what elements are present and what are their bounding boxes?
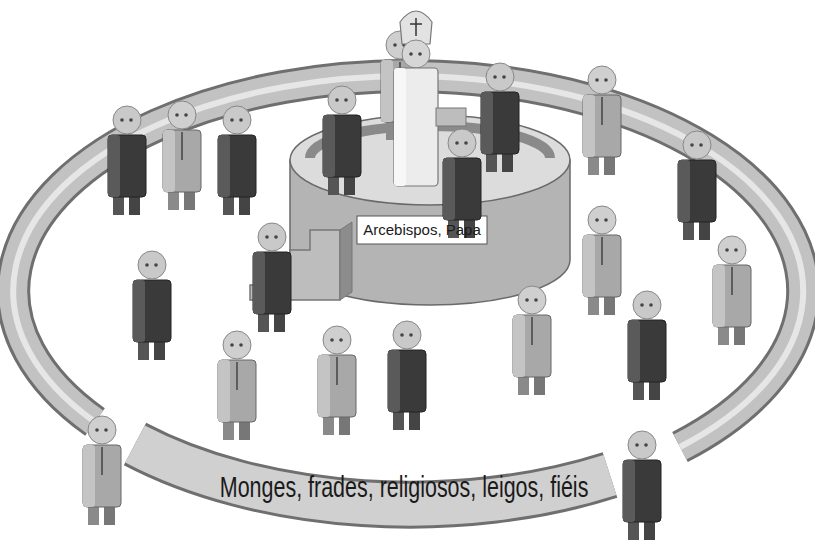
- outer-figures: [83, 66, 751, 540]
- monk-figure: [108, 106, 146, 215]
- religious-figure: [583, 66, 621, 175]
- archbishop-figure: [443, 129, 481, 238]
- monk-figure: [133, 251, 171, 360]
- archbishop-figure: [323, 86, 361, 195]
- religious-figure: [583, 206, 621, 315]
- archbishop-figure: [481, 63, 519, 172]
- ring-front-edge: [135, 444, 610, 505]
- friar-figure: [713, 236, 751, 345]
- faithful-figure: [623, 431, 661, 540]
- monk-figure: [678, 131, 716, 240]
- lay-figure: [628, 291, 666, 400]
- pedestal-label: Arcebispos, Papa: [357, 221, 487, 239]
- figure-on-steps: [253, 223, 291, 332]
- friar-figure: [513, 286, 551, 395]
- religious-figure: [218, 331, 256, 440]
- lay-figure: [318, 326, 356, 435]
- friar-figure: [163, 101, 201, 210]
- monk-figure: [388, 321, 426, 430]
- faithful-figure: [83, 416, 121, 525]
- pedestal-figures: [323, 11, 519, 238]
- ring-label: Monges, frades, religiosos, leigos, fiéi…: [220, 470, 560, 505]
- ring-front-band: [135, 444, 610, 505]
- monk-figure: [218, 106, 256, 215]
